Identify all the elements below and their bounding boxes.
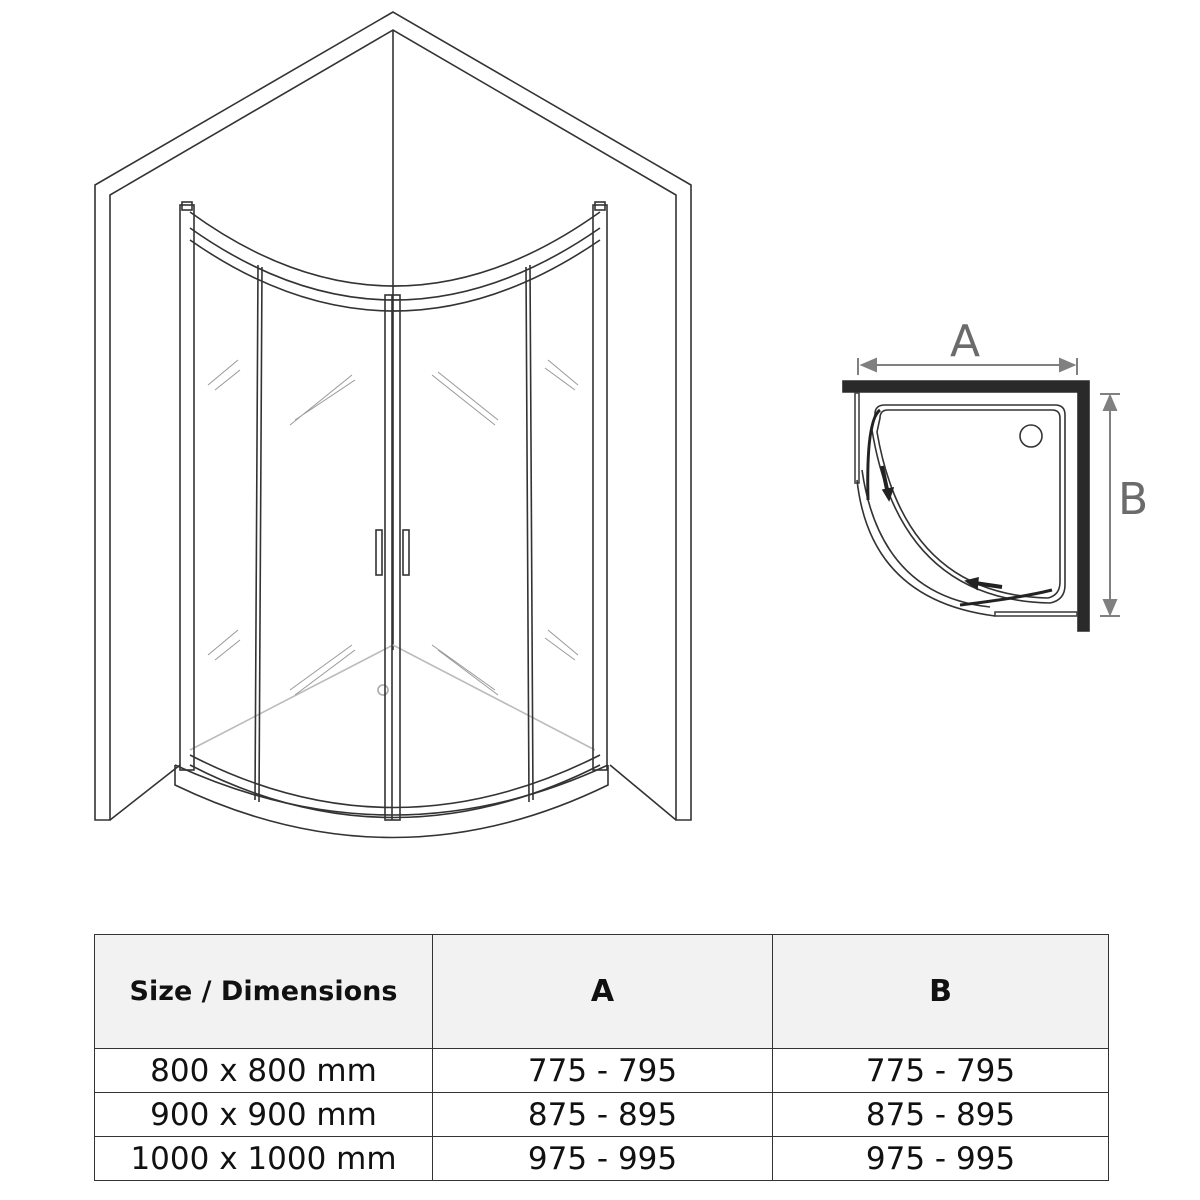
shower-enclosure-drawing: A B (94, 11, 1148, 839)
cell-size: 1000 x 1000 mm (94, 1136, 433, 1181)
cell-a: 775 - 795 (432, 1048, 773, 1093)
top-rail (189, 211, 601, 312)
side-posts (179, 201, 608, 771)
door-handles (375, 529, 410, 576)
header-a: A (432, 934, 773, 1049)
table-header-row: Size / Dimensions A B (94, 934, 1109, 1049)
bottom-rail (189, 754, 601, 819)
dimension-a (857, 357, 1078, 375)
cell-b: 875 - 895 (772, 1092, 1109, 1137)
header-b: B (772, 934, 1109, 1049)
cell-size: 900 x 900 mm (94, 1092, 433, 1137)
cell-a: 875 - 895 (432, 1092, 773, 1137)
glass-reflections (207, 359, 579, 696)
glass-panels (254, 264, 534, 821)
table-row: 1000 x 1000 mm 975 - 995 975 - 995 (94, 1136, 1109, 1181)
plan-view (842, 380, 1090, 632)
table-row: 900 x 900 mm 875 - 895 875 - 895 (94, 1092, 1109, 1137)
cell-size: 800 x 800 mm (94, 1048, 433, 1093)
cell-b: 975 - 995 (772, 1136, 1109, 1181)
cell-b: 775 - 795 (772, 1048, 1109, 1093)
walls (94, 11, 692, 821)
table-row: 800 x 800 mm 775 - 795 775 - 795 (94, 1048, 1109, 1093)
dimension-a-label: A (950, 316, 980, 367)
header-size: Size / Dimensions (94, 934, 433, 1049)
cell-a: 975 - 995 (432, 1136, 773, 1181)
dimension-b-label: B (1118, 474, 1148, 525)
dimensions-table: Size / Dimensions A B 800 x 800 mm 775 -… (94, 934, 1109, 1181)
dimension-b (1100, 393, 1120, 617)
